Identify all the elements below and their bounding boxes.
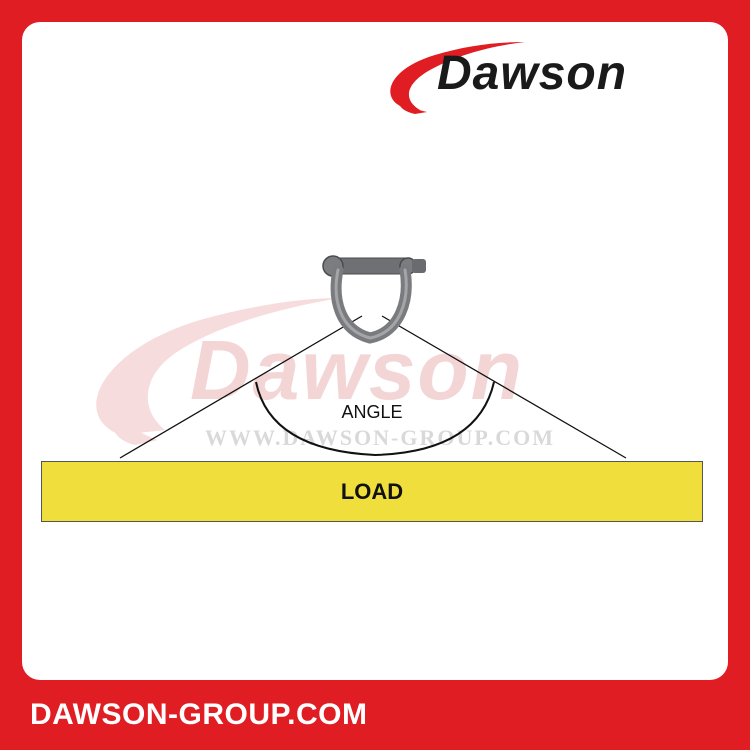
- logo-swoosh-icon: [390, 42, 525, 114]
- shackle-icon: [322, 255, 426, 344]
- angle-arc: [255, 381, 495, 457]
- watermark: Dawson WWW.DAWSON-GROUP.COM: [80, 290, 680, 460]
- watermark-text: Dawson: [190, 323, 525, 417]
- left-sling-line: [119, 315, 363, 459]
- angle-label: ANGLE: [341, 402, 403, 422]
- logo-text: Dawson: [437, 47, 628, 100]
- watermark-url: WWW.DAWSON-GROUP.COM: [205, 425, 556, 450]
- footer-url: DAWSON-GROUP.COM: [30, 698, 368, 731]
- watermark-swoosh-icon: [96, 298, 340, 445]
- right-sling-line: [381, 315, 627, 459]
- dawson-logo: Dawson: [375, 30, 705, 125]
- load-bar: LOAD: [41, 461, 703, 522]
- load-label: LOAD: [340, 479, 404, 504]
